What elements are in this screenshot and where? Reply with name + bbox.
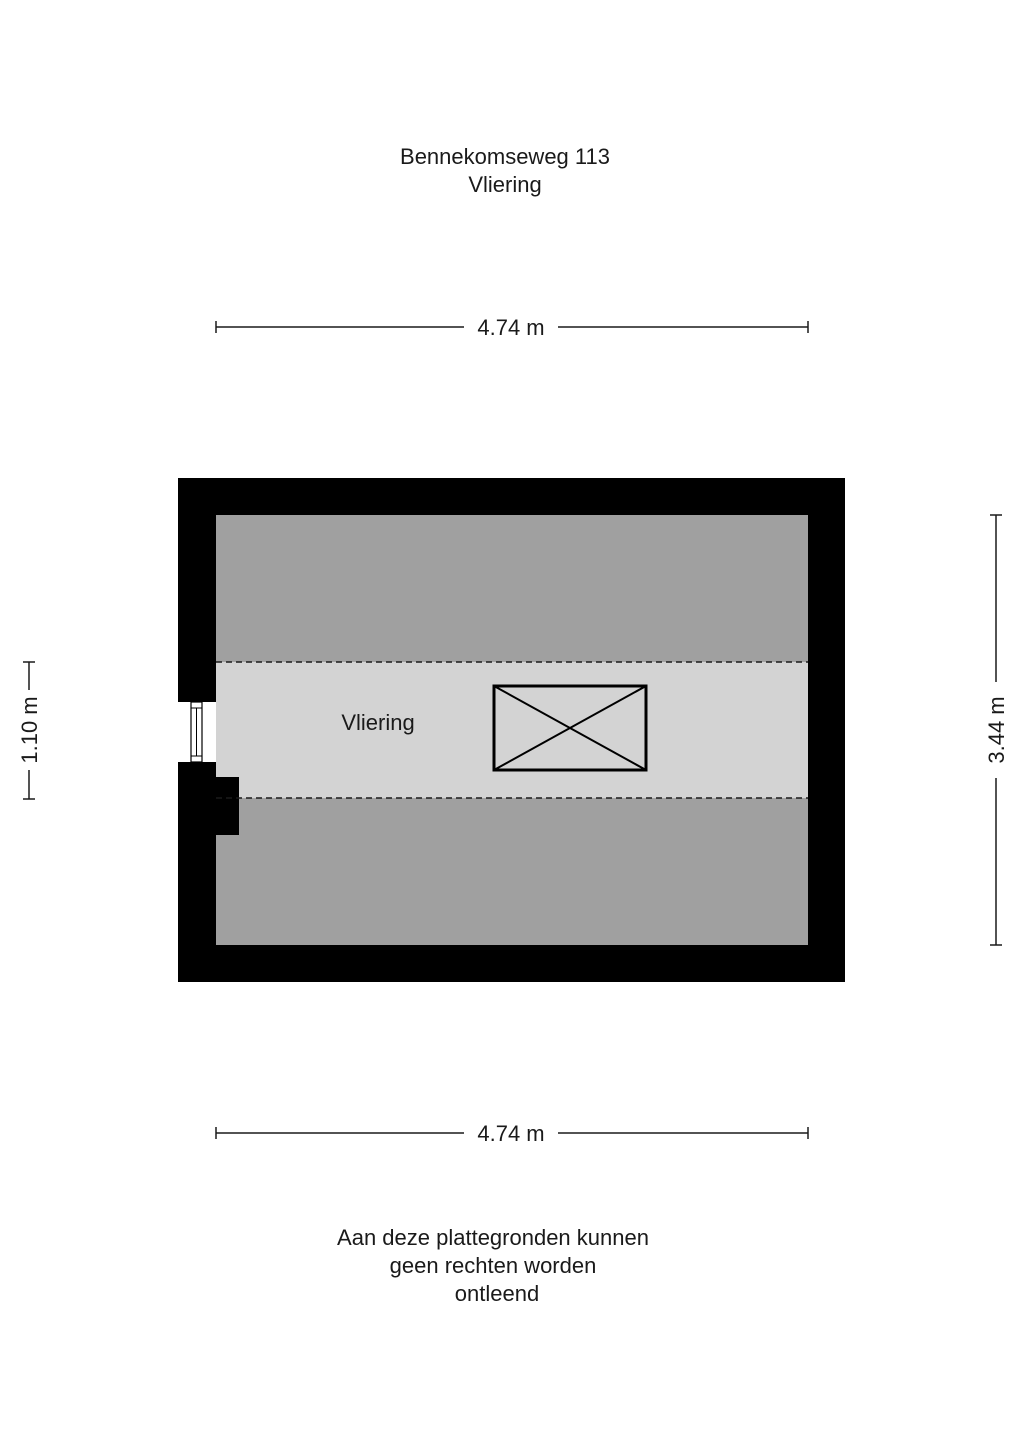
dimension-top-label: 4.74 m (477, 315, 544, 340)
dimension-left: 1.10 m (17, 661, 42, 800)
disclaimer-line-2: geen rechten worden (390, 1253, 597, 1278)
disclaimer: Aan deze plattegronden kunnen geen recht… (337, 1225, 649, 1306)
chimney-block (178, 777, 239, 835)
dimension-bottom: 4.74 m (215, 1121, 809, 1146)
window (178, 701, 216, 763)
dimension-left-label: 1.10 m (17, 696, 42, 763)
dimension-right-label: 3.44 m (984, 696, 1009, 763)
room-label-vliering: Vliering (341, 710, 414, 735)
disclaimer-line-1: Aan deze plattegronden kunnen (337, 1225, 649, 1250)
low-ceiling-area-top (216, 515, 808, 662)
low-ceiling-area-bottom (216, 798, 808, 945)
loft-hatch (492, 684, 648, 772)
dimension-bottom-label: 4.74 m (477, 1121, 544, 1146)
address-title: Bennekomseweg 113 (400, 144, 610, 169)
standing-height-area (216, 662, 808, 798)
floor-title: Vliering (468, 172, 541, 197)
dimension-top: 4.74 m (215, 315, 809, 340)
dimension-right: 3.44 m (984, 514, 1009, 946)
disclaimer-line-3: ontleend (455, 1281, 539, 1306)
